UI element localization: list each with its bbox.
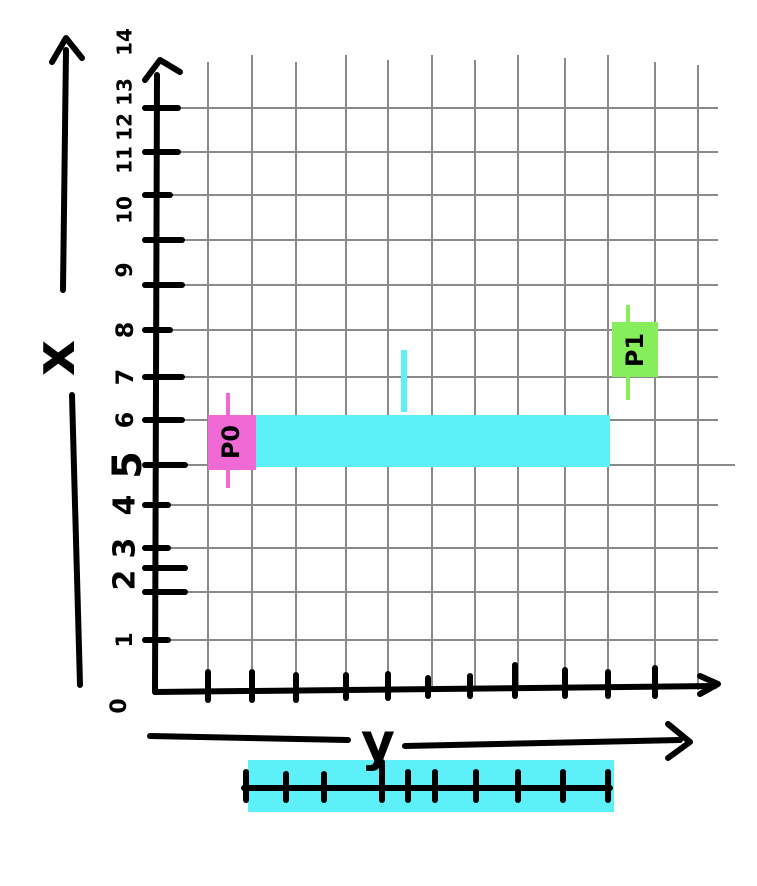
horizontal-axis: [152, 683, 718, 695]
p1-box: [612, 322, 658, 377]
p0-whisker: [226, 393, 230, 488]
horizontal-axis-label: y: [361, 713, 395, 773]
x-tick-label: 7: [111, 369, 139, 386]
vertical-axis: [152, 72, 160, 695]
p1-whisker: [626, 305, 630, 400]
x-tick-label: 6: [111, 412, 139, 429]
horizontal-ticks: [205, 662, 658, 703]
outer-y-arrowhead: [665, 721, 693, 761]
grid-lines: [150, 55, 735, 690]
vertical-axis-arrow: [142, 57, 183, 83]
cyan-span-bar: [253, 415, 610, 467]
x-tick-label: 14: [113, 28, 137, 56]
x-tick-label: 4: [108, 495, 143, 516]
x-tick-label: 13: [113, 78, 137, 106]
outer-x-arrowhead: [49, 35, 85, 65]
outer-y-arrow-right: [402, 737, 683, 749]
x-tick-label: 5: [105, 451, 151, 479]
outer-x-arrow-upper: [60, 47, 69, 293]
p1-label: P1: [621, 333, 649, 367]
vertical-ticks: [142, 105, 188, 643]
x-tick-label: 1: [113, 632, 138, 647]
x-tick-labels: 1 2 3 4 5 6 7 8 9 10 11 12 13 14: [105, 28, 151, 648]
x-tick-label: 11: [113, 146, 137, 174]
origin-label: 0: [107, 698, 132, 713]
horizontal-axis-arrow: [697, 673, 721, 697]
outer-x-arrow-lower: [69, 392, 83, 688]
cyan-marker: [401, 350, 407, 412]
x-tick-label: 2: [108, 570, 143, 591]
x-tick-label: 10: [113, 196, 137, 224]
vertical-axis-label: x: [23, 340, 88, 376]
x-tick-label: 3: [108, 538, 143, 559]
p0-box: [208, 415, 256, 470]
legend-number-line: [241, 759, 613, 803]
p0-label: P0: [217, 425, 245, 459]
x-tick-label: 8: [111, 322, 139, 339]
x-tick-label: 9: [113, 262, 138, 277]
x-tick-label: 12: [113, 113, 137, 141]
outer-y-arrow-left: [147, 733, 351, 743]
